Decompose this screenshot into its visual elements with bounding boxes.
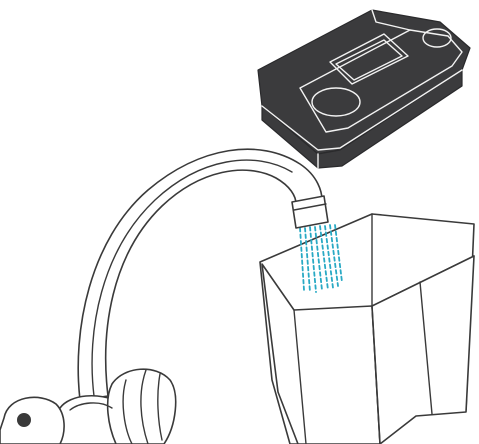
- water-filter-tray-icon: [258, 10, 470, 168]
- water-reservoir-icon: [260, 214, 474, 444]
